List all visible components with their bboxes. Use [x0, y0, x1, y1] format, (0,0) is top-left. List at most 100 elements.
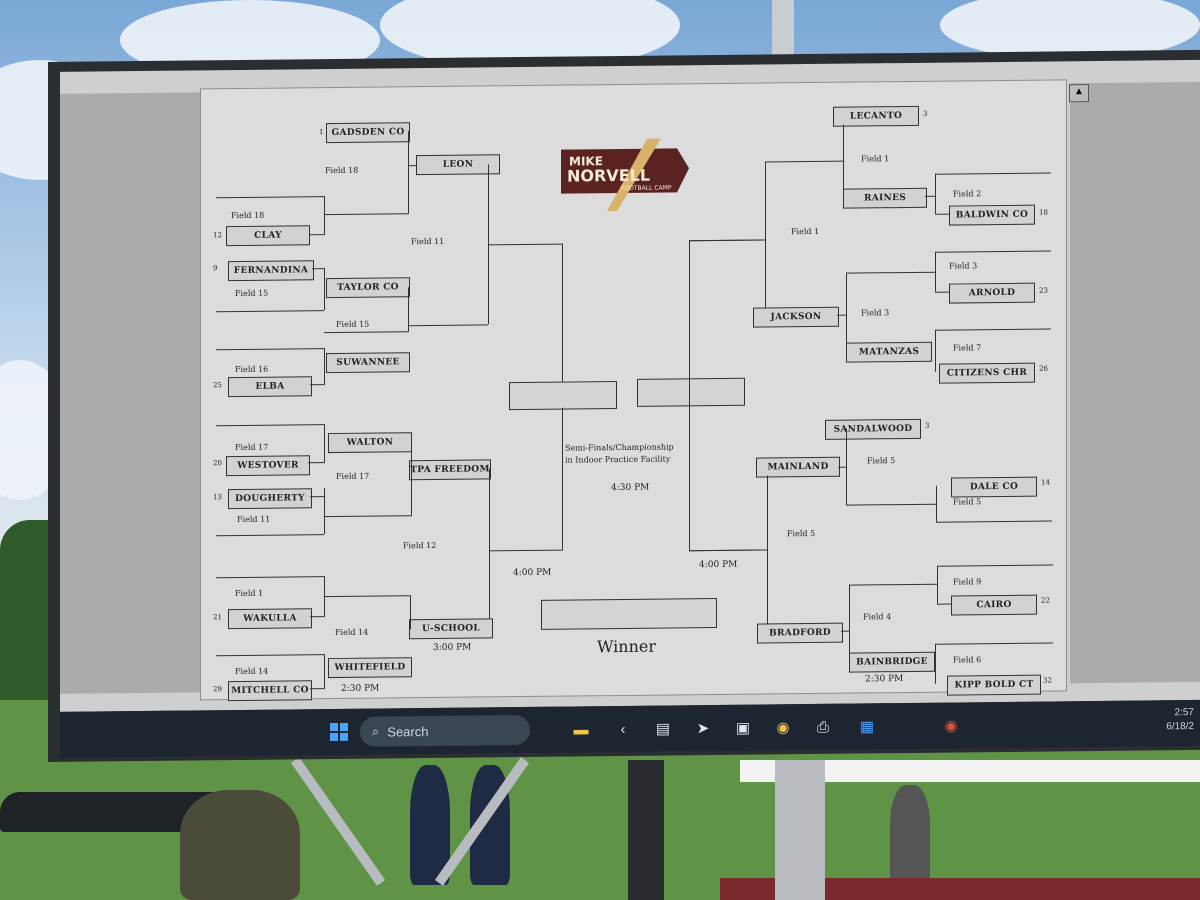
- seed: 14: [1041, 478, 1050, 487]
- team-bainbridge: BAINBRIDGE: [849, 651, 935, 673]
- chrome-icon[interactable]: ◉: [944, 717, 958, 735]
- bracket-line: [324, 348, 325, 385]
- team-arnold: ARNOLD: [949, 282, 1035, 304]
- seed: 23: [1039, 286, 1048, 295]
- team-kipp-bold-ct: KIPP BOLD CT: [947, 674, 1041, 696]
- doc-scroll-icon[interactable]: ▲: [1069, 84, 1089, 103]
- printer-icon[interactable]: ⎙: [816, 718, 829, 736]
- bracket-line: [935, 329, 936, 372]
- person: [410, 765, 450, 885]
- bracket-line: [765, 160, 843, 163]
- bracket-line: [935, 291, 949, 293]
- bracket-line: [408, 131, 409, 214]
- logo-shape: MIKE NORVELL FOOTBALL CAMP: [561, 138, 689, 212]
- seed: 3: [923, 109, 928, 118]
- light-pole: [772, 0, 794, 70]
- semifinal-note: in Indoor Practice Facility: [565, 454, 671, 465]
- field-label: Field 6: [953, 655, 982, 665]
- bracket-line: [846, 272, 847, 351]
- team-baldwin-co: BALDWIN CO: [949, 204, 1035, 226]
- bracket-line: [935, 643, 936, 684]
- field-label: Field 1: [791, 226, 820, 237]
- app-icon[interactable]: ▣: [735, 719, 751, 737]
- team-raines: RAINES: [843, 187, 927, 209]
- bracket-line: [488, 243, 562, 246]
- bracket-line: [689, 240, 690, 551]
- taskbar-search[interactable]: ⌕ Search: [360, 714, 530, 747]
- file-explorer-icon[interactable]: ▬: [573, 720, 589, 738]
- team-cairo: CAIRO: [951, 594, 1037, 616]
- field-label: Field 11: [411, 236, 445, 247]
- screen: MIKE NORVELL FOOTBALL CAMP GADSDEN CO CL…: [60, 59, 1200, 712]
- bracket-line: [309, 234, 325, 236]
- bracket-line: [843, 124, 844, 191]
- bracket-line: [846, 271, 936, 274]
- clock-date: 6/18/2: [1166, 720, 1194, 733]
- seed: 9: [213, 264, 218, 273]
- semifinal-time: 4:00 PM: [513, 567, 552, 579]
- field-label: Field 3: [861, 308, 890, 318]
- clock-time: 2:57: [1174, 706, 1194, 719]
- bracket-line: [937, 565, 938, 604]
- field-label: Field 15: [336, 319, 370, 329]
- field-label: Field 2: [953, 189, 982, 199]
- send-icon[interactable]: ➤: [696, 720, 710, 738]
- seed: 13: [213, 493, 222, 502]
- game-time: 2:30 PM: [865, 674, 904, 685]
- store-icon[interactable]: ▦: [859, 718, 875, 736]
- bracket-line: [324, 515, 412, 518]
- bracket-line: [935, 250, 1051, 253]
- field-label: Field 1: [235, 588, 264, 599]
- bracket-line: [689, 239, 765, 242]
- team-gadsden-co: GADSDEN CO: [326, 122, 410, 144]
- bracket-line: [216, 310, 324, 313]
- seed: 22: [1041, 596, 1050, 605]
- bracket-line: [767, 475, 768, 624]
- chrome-icon[interactable]: ◉: [776, 719, 790, 737]
- bracket-line: [408, 324, 488, 327]
- team-lecanto: LECANTO: [833, 105, 919, 127]
- search-icon: ⌕: [372, 723, 380, 739]
- bracket-line: [410, 595, 411, 630]
- team-wakulla: WAKULLA: [228, 608, 312, 630]
- team-mitchell-co: MITCHELL CO: [228, 680, 312, 702]
- field-label: Field 14: [235, 666, 269, 677]
- bracket-line: [324, 331, 409, 334]
- field-label: Field 18: [325, 165, 359, 176]
- bracket-line: [936, 485, 937, 522]
- game-time: 3:00 PM: [433, 642, 472, 653]
- logo-line2: NORVELL: [567, 166, 650, 186]
- arrow-icon[interactable]: ‹: [620, 720, 626, 738]
- seed: 32: [1043, 676, 1052, 685]
- team-fernandina: FERNANDINA: [228, 260, 314, 282]
- bracket-line: [324, 268, 325, 311]
- field-label: Field 16: [235, 364, 269, 375]
- display-monitor: MIKE NORVELL FOOTBALL CAMP GADSDEN CO CL…: [48, 49, 1200, 762]
- team-matanzas: MATANZAS: [846, 341, 932, 363]
- team-mainland: MAINLAND: [756, 456, 840, 478]
- seed: 18: [1039, 208, 1048, 217]
- seed: 1: [319, 128, 324, 137]
- bracket-document: MIKE NORVELL FOOTBALL CAMP GADSDEN CO CL…: [200, 79, 1089, 702]
- field-label: Field 9: [953, 577, 982, 587]
- semifinal-note: Semi-Finals/Championship: [565, 442, 674, 453]
- document-icon[interactable]: ▤: [655, 720, 671, 738]
- field-label: Field 4: [863, 612, 892, 622]
- team-sandalwood: SANDALWOOD: [825, 418, 921, 440]
- team-jackson: JACKSON: [753, 306, 839, 328]
- seed: 12: [213, 231, 222, 240]
- team-suwannee: SUWANNEE: [326, 352, 410, 374]
- bracket-line: [846, 428, 847, 505]
- person: [180, 790, 300, 900]
- system-clock[interactable]: 2:57 6/18/2: [1166, 706, 1194, 734]
- bracket-line: [837, 314, 846, 316]
- monitor-stand-pole: [628, 760, 664, 900]
- seed: 25: [213, 381, 222, 390]
- field-label: Field 5: [867, 456, 896, 466]
- field-label: Field 14: [335, 627, 369, 637]
- field-label: Field 3: [949, 261, 978, 271]
- windows-start-icon[interactable]: [328, 721, 350, 743]
- bracket-line: [935, 642, 1053, 645]
- championship-time: 4:30 PM: [611, 482, 650, 494]
- seed: 3: [925, 421, 930, 430]
